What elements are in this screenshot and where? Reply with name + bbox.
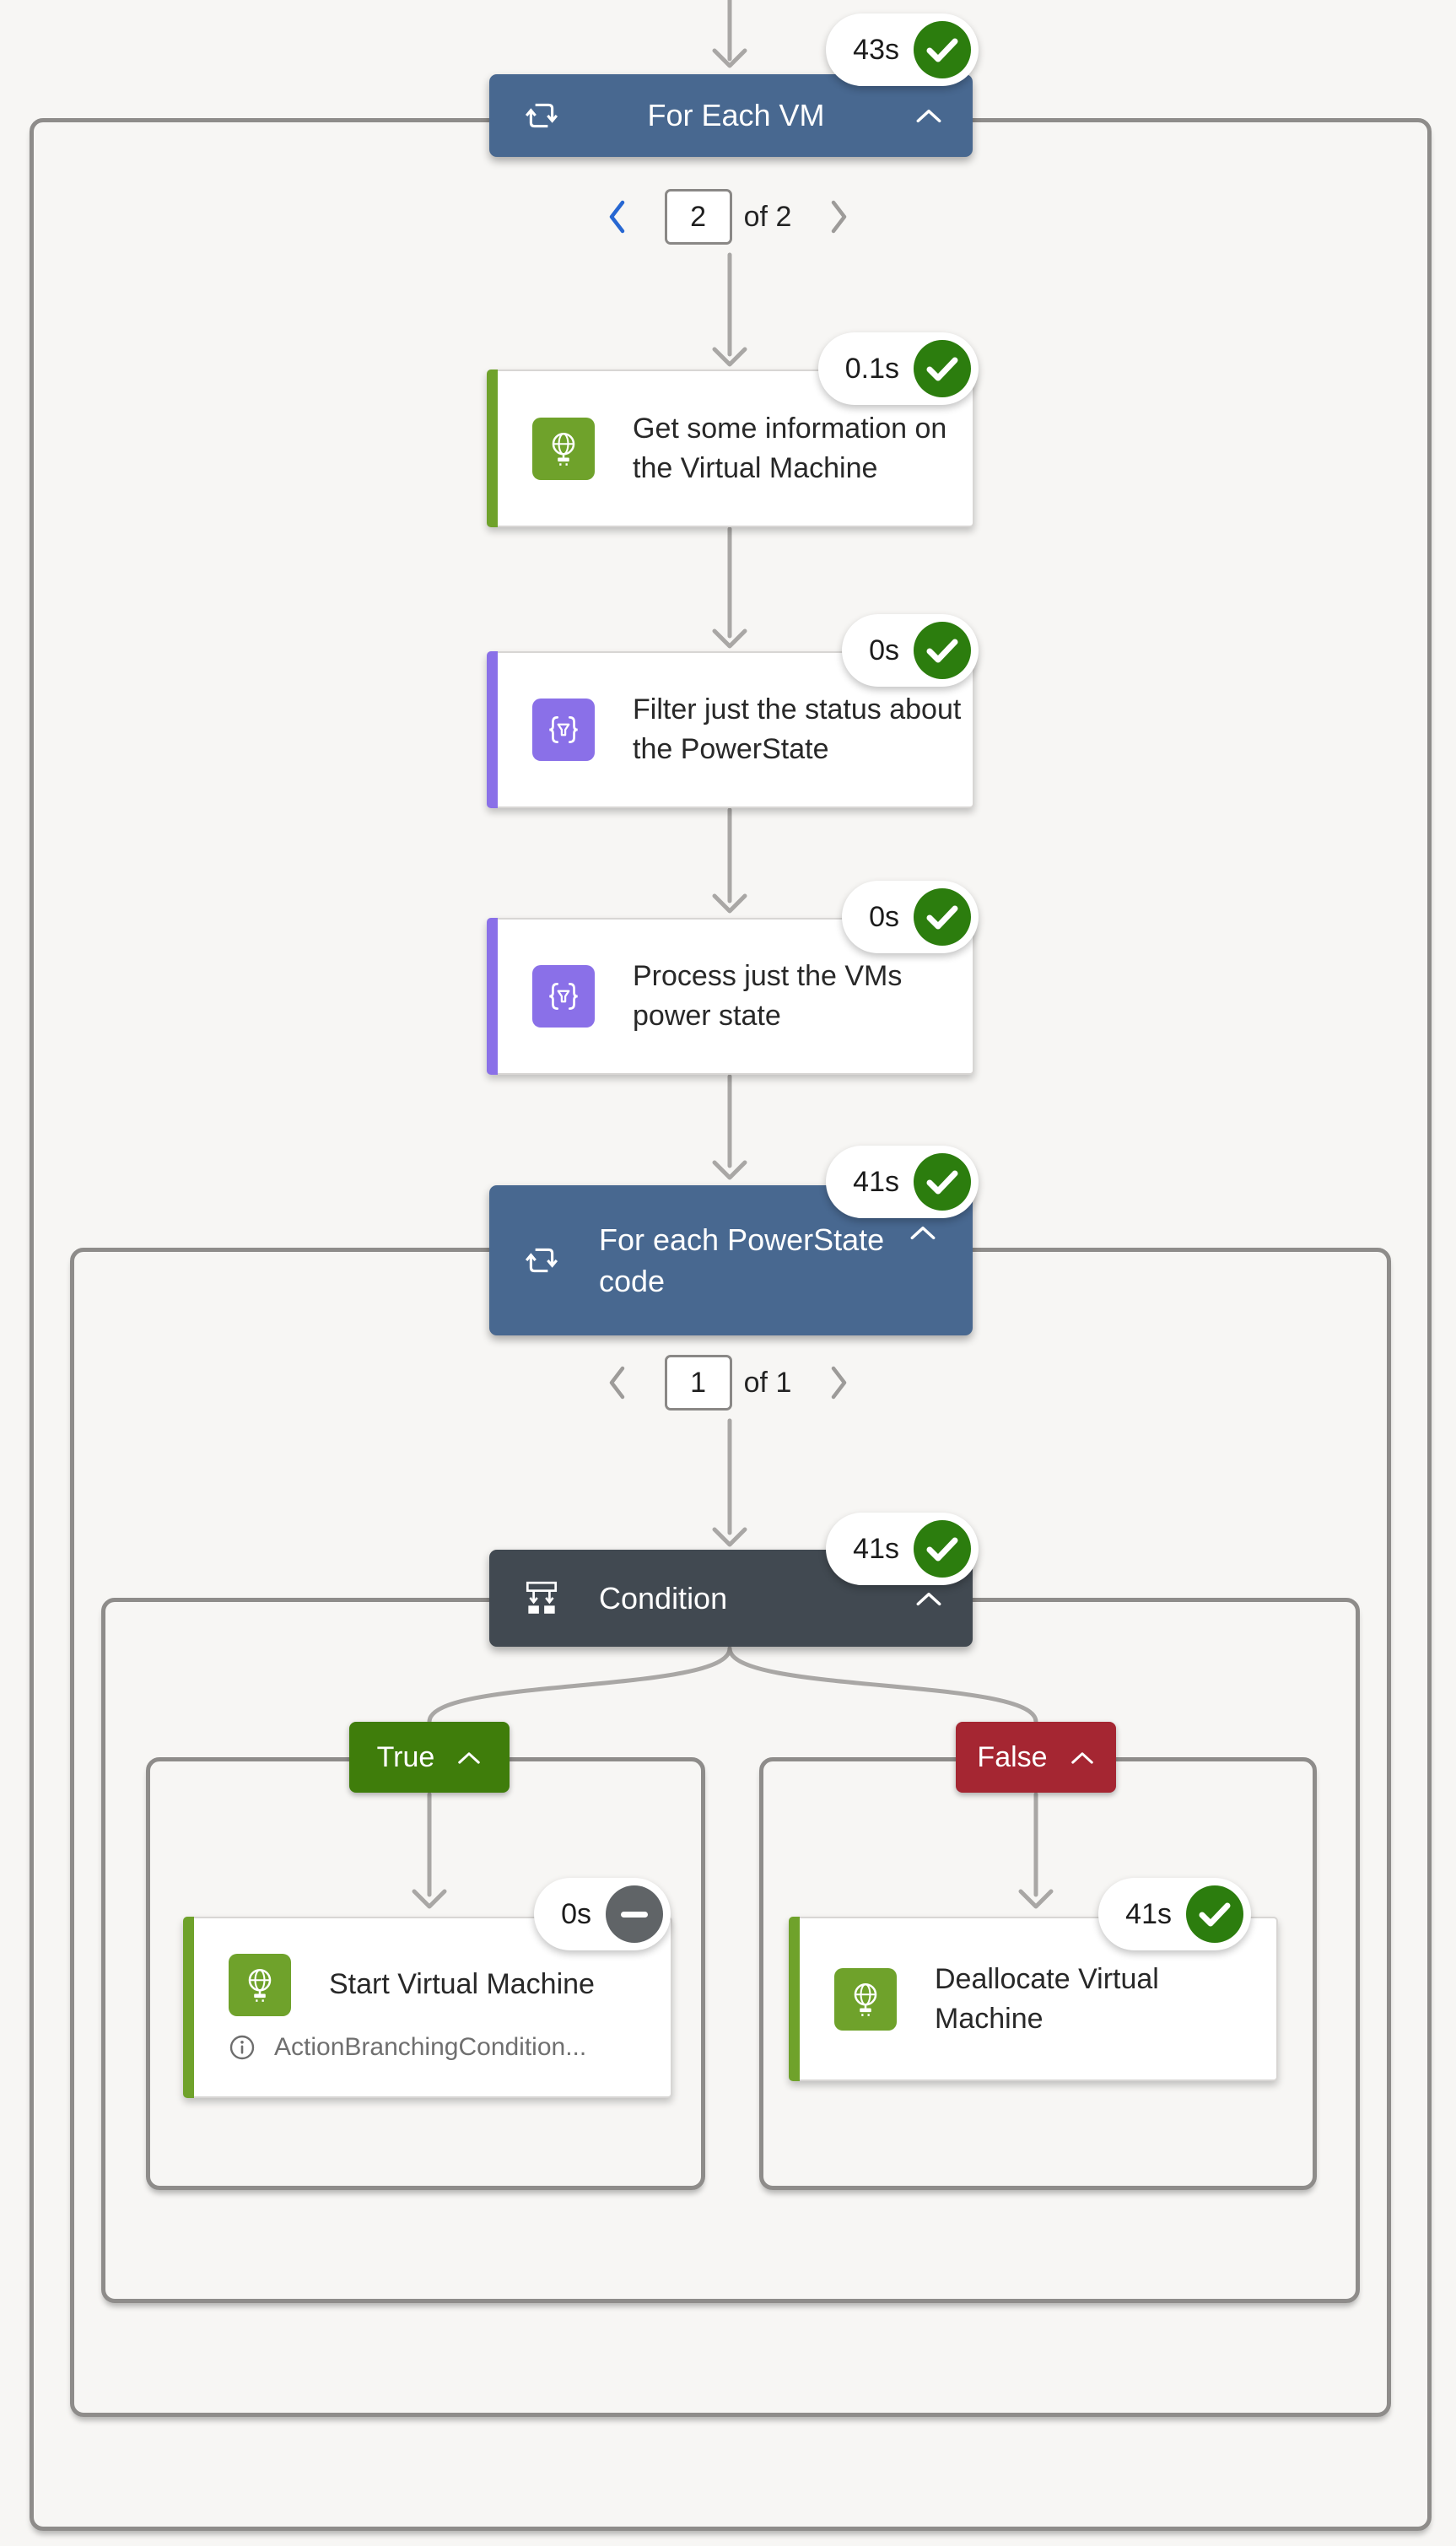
collapse-button[interactable] bbox=[909, 1578, 949, 1619]
prev-page-button[interactable] bbox=[602, 196, 631, 238]
loop-icon bbox=[520, 98, 564, 133]
foreach-vm-title: For Each VM bbox=[647, 98, 825, 132]
http-connector-icon bbox=[532, 417, 595, 480]
note-text: ActionBranchingCondition... bbox=[274, 2032, 587, 2061]
duration-text: 0s bbox=[561, 1897, 591, 1930]
false-branch-badge[interactable]: False bbox=[956, 1722, 1116, 1793]
success-check-icon bbox=[914, 1520, 971, 1578]
duration-badge: 41s bbox=[1098, 1878, 1251, 1950]
chevron-up-icon bbox=[910, 1226, 936, 1240]
true-branch-label: True bbox=[376, 1740, 435, 1773]
success-check-icon bbox=[914, 888, 971, 946]
duration-badge: 41s bbox=[826, 1146, 979, 1218]
chevron-up-icon bbox=[458, 1751, 481, 1764]
page-number-input[interactable] bbox=[664, 1355, 732, 1411]
collapse-button[interactable] bbox=[903, 1212, 943, 1253]
accent-bar bbox=[789, 1917, 800, 2081]
foreach-vm-header[interactable]: For Each VM bbox=[489, 74, 973, 157]
condition-title: Condition bbox=[599, 1580, 728, 1616]
action-note: ActionBranchingCondition... bbox=[229, 2033, 645, 2062]
success-check-icon bbox=[914, 622, 971, 679]
chevron-left-icon bbox=[609, 1366, 624, 1400]
duration-text: 41s bbox=[1125, 1897, 1172, 1930]
action-title: Filter just the status about the PowerSt… bbox=[633, 693, 962, 765]
duration-text: 41s bbox=[853, 1532, 899, 1565]
duration-text: 43s bbox=[853, 33, 899, 66]
duration-badge: 0.1s bbox=[817, 332, 979, 405]
duration-badge: 43s bbox=[826, 13, 979, 86]
duration-text: 0s bbox=[869, 900, 899, 933]
duration-text: 0.1s bbox=[844, 352, 899, 385]
page-number-input[interactable] bbox=[664, 189, 732, 245]
next-page-button[interactable] bbox=[825, 1362, 854, 1404]
foreach-vm-pagination: of 2 bbox=[0, 189, 1456, 245]
duration-text: 0s bbox=[869, 634, 899, 666]
page-count-label: of 2 bbox=[743, 200, 792, 233]
http-connector-icon bbox=[229, 1953, 291, 2016]
success-check-icon bbox=[1186, 1885, 1243, 1943]
accent-bar bbox=[487, 918, 498, 1075]
info-icon bbox=[229, 2035, 255, 2059]
false-branch-label: False bbox=[977, 1740, 1048, 1773]
http-connector-icon bbox=[834, 1967, 897, 2031]
chevron-up-icon bbox=[916, 1592, 941, 1605]
action-card-filter-status[interactable]: Filter just the status about the PowerSt… bbox=[487, 651, 974, 808]
filter-array-icon bbox=[532, 699, 595, 761]
foreach-powerstate-pagination: of 1 bbox=[0, 1355, 1456, 1411]
action-title: Deallocate Virtual Machine bbox=[935, 1962, 1159, 2035]
chevron-up-icon bbox=[1070, 1751, 1093, 1764]
true-branch-badge[interactable]: True bbox=[349, 1722, 510, 1793]
filter-array-icon bbox=[532, 965, 595, 1028]
chevron-left-icon bbox=[609, 200, 624, 234]
action-title: Start Virtual Machine bbox=[329, 1968, 595, 2000]
condition-icon bbox=[520, 1580, 564, 1617]
duration-badge: 0s bbox=[534, 1878, 671, 1950]
arrowhead-incoming bbox=[712, 48, 747, 68]
success-check-icon bbox=[914, 340, 971, 397]
duration-badge: 41s bbox=[826, 1513, 979, 1585]
success-check-icon bbox=[914, 1153, 971, 1211]
duration-badge: 0s bbox=[842, 881, 979, 953]
accent-bar bbox=[487, 369, 498, 527]
success-check-icon bbox=[914, 21, 971, 78]
chevron-right-icon bbox=[832, 1366, 847, 1400]
action-title: Process just the VMs power state bbox=[633, 960, 903, 1032]
duration-text: 41s bbox=[853, 1165, 899, 1198]
duration-badge: 0s bbox=[842, 614, 979, 687]
next-page-button[interactable] bbox=[825, 196, 854, 238]
accent-bar bbox=[487, 651, 498, 808]
skipped-icon bbox=[606, 1885, 663, 1943]
foreach-powerstate-title: For each PowerState code bbox=[599, 1222, 885, 1298]
page-count-label: of 1 bbox=[743, 1366, 792, 1399]
loop-icon bbox=[520, 1243, 564, 1278]
prev-page-button[interactable] bbox=[602, 1362, 631, 1404]
action-card-start-vm[interactable]: Start Virtual Machine ActionBranchingCon… bbox=[183, 1917, 672, 2098]
chevron-right-icon bbox=[832, 200, 847, 234]
accent-bar bbox=[183, 1917, 194, 2098]
collapse-button[interactable] bbox=[909, 95, 949, 136]
action-title: Get some information on the Virtual Mach… bbox=[633, 412, 947, 484]
chevron-up-icon bbox=[916, 109, 941, 123]
